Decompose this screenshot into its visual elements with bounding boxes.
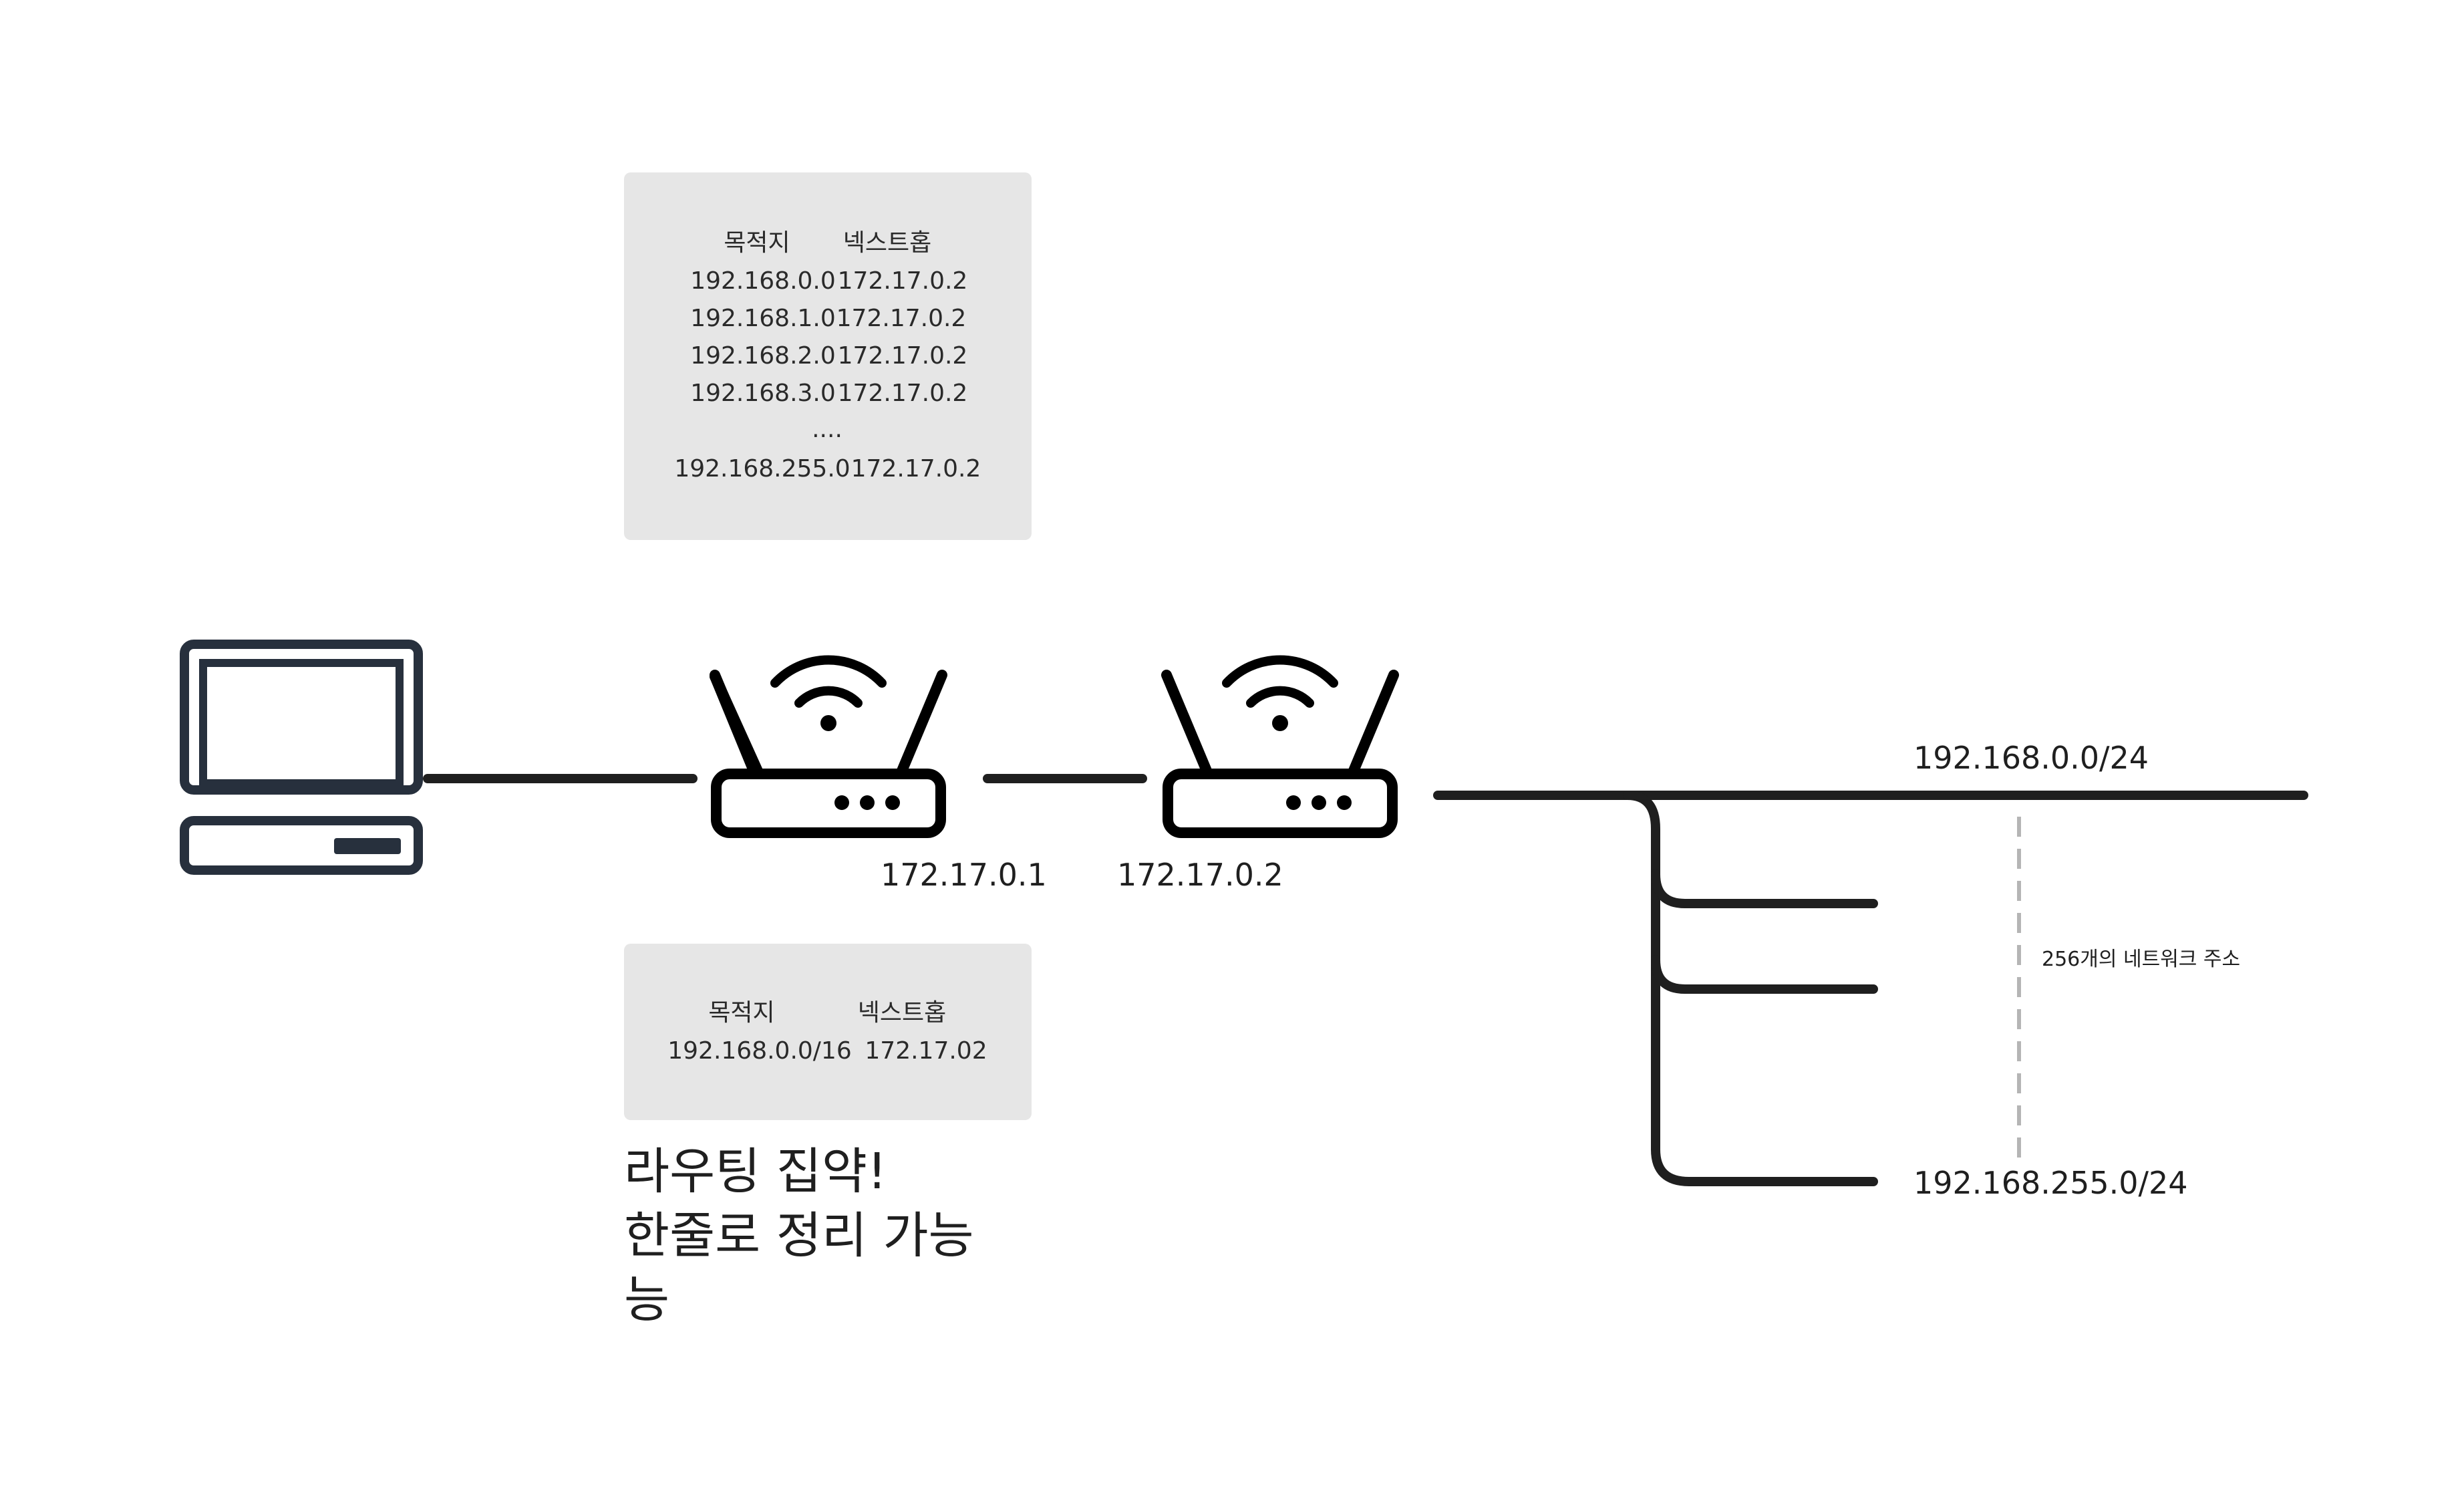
network-bus: [1433, 791, 2308, 1186]
routing-table-after-box: [624, 944, 1032, 1120]
router-icon: [1163, 655, 1398, 838]
routing-table-before-row-destination: 192.168.2.0: [690, 342, 836, 370]
routing-table-before-row-next-hop: 172.17.0.2: [838, 380, 968, 407]
computer-icon: [180, 640, 423, 875]
routing-table-before-row-next-hop: 172.17.0.2: [838, 342, 968, 370]
caption-line-1: 라우팅 집약!: [624, 1143, 887, 1200]
routing-table-before-box: [624, 172, 1032, 540]
network-first-label: 192.168.0.0/24: [1913, 740, 2149, 776]
routing-table-after-header-destination: 목적지: [708, 999, 774, 1027]
router1-ip-label: 172.17.0.1: [881, 857, 1047, 893]
routing-table-after-header-next-hop: 넥스트홉: [858, 999, 946, 1027]
caption-line-2: 한줄로 정리 가능: [624, 1207, 974, 1264]
caption-line-3: 능: [624, 1271, 669, 1329]
routing-table-before: 목적지 넥스트홉 192.168.0.0 172.17.0.2 192.168.…: [624, 172, 1032, 540]
routing-table-before-ellipsis: ....: [812, 416, 842, 443]
routing-table-before-header-next-hop: 넥스트홉: [843, 229, 931, 257]
routing-table-after: 목적지 넥스트홉 192.168.0.0/16 172.17.02: [624, 944, 1032, 1120]
routing-table-before-last-next-hop: 172.17.0.2: [851, 455, 981, 483]
routing-table-before-row-next-hop: 172.17.0.2: [836, 305, 967, 332]
routing-table-after-row-destination: 192.168.0.0/16: [667, 1037, 852, 1065]
router2-ip-label: 172.17.0.2: [1117, 857, 1283, 893]
routing-table-before-row-destination: 192.168.3.0: [690, 380, 836, 407]
routing-table-before-row-next-hop: 172.17.0.2: [838, 267, 968, 295]
router-antennas: [710, 670, 1399, 779]
routing-table-after-row-next-hop: 172.17.02: [865, 1037, 987, 1065]
network-last-label: 192.168.255.0/24: [1913, 1165, 2188, 1201]
routing-table-before-row-destination: 192.168.0.0: [690, 267, 836, 295]
routing-table-before-last-destination: 192.168.255.0: [674, 455, 850, 483]
network-count-label: 256개의 네트워크 주소: [2042, 948, 2240, 971]
routing-table-before-row-destination: 192.168.1.0: [690, 305, 836, 332]
routing-table-before-header-destination: 목적지: [724, 229, 790, 257]
